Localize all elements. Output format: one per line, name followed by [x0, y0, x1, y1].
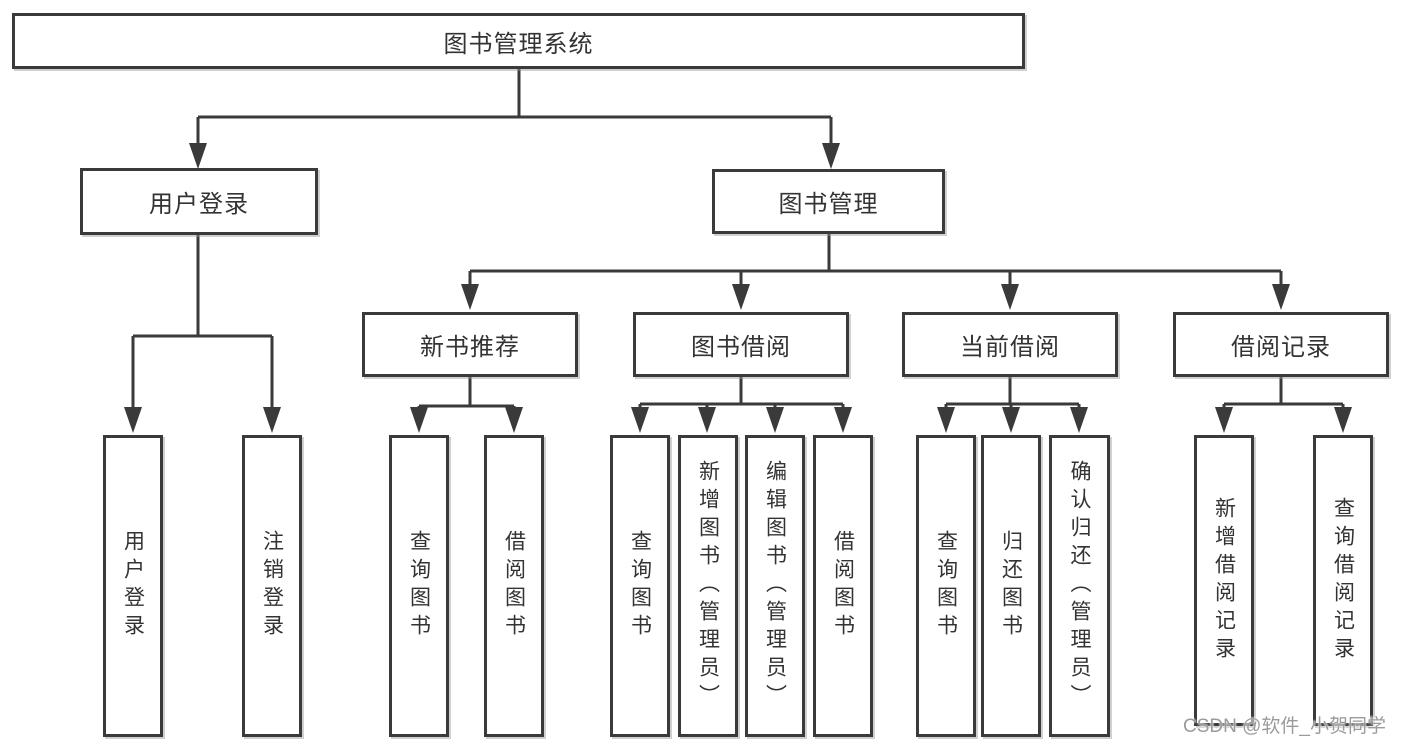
leaf-query-books-borrow-label: 查询图书 — [628, 530, 652, 642]
leaf-query-borrow-record: 查询借阅记录 — [1313, 435, 1373, 726]
leaf-borrow-books-recommend-label: 借阅图书 — [502, 530, 526, 642]
node-new-book-recommend-label: 新书推荐 — [420, 334, 520, 361]
leaf-query-books-recommend-label: 查询图书 — [407, 530, 431, 642]
node-new-book-recommend: 新书推荐 — [362, 312, 578, 377]
leaf-logout: 注销登录 — [242, 435, 302, 737]
node-book-management-label: 图书管理 — [778, 191, 879, 218]
node-book-borrow-label: 图书借阅 — [691, 334, 791, 361]
node-user-login-branch: 用户登录 — [80, 168, 318, 235]
leaf-borrow-books-label: 借阅图书 — [831, 530, 855, 642]
leaf-query-borrow-record-label: 查询借阅记录 — [1331, 496, 1355, 665]
leaf-return-book-label: 归还图书 — [999, 530, 1023, 642]
node-borrow-records-label: 借阅记录 — [1231, 334, 1331, 361]
node-current-borrow-label: 当前借阅 — [960, 334, 1060, 361]
leaf-query-books-current-label: 查询图书 — [934, 530, 958, 642]
node-root: 图书管理系统 — [12, 13, 1025, 69]
leaf-borrow-books: 借阅图书 — [813, 435, 873, 737]
node-root-label: 图书管理系统 — [443, 30, 594, 58]
node-current-borrow: 当前借阅 — [902, 312, 1118, 377]
node-borrow-records: 借阅记录 — [1173, 312, 1389, 377]
leaf-query-books-borrow: 查询图书 — [610, 435, 670, 737]
leaf-logout-label: 注销登录 — [260, 530, 284, 642]
leaf-add-book-admin: 新增图书（管理员） — [678, 435, 738, 737]
leaf-query-books-recommend: 查询图书 — [389, 435, 449, 737]
leaf-borrow-books-recommend: 借阅图书 — [484, 435, 544, 737]
leaf-user-login-label: 用户登录 — [121, 530, 145, 642]
node-book-borrow: 图书借阅 — [633, 312, 849, 377]
node-user-login-branch-label: 用户登录 — [149, 191, 249, 218]
leaf-user-login: 用户登录 — [103, 435, 163, 737]
leaf-add-borrow-record: 新增借阅记录 — [1194, 435, 1254, 726]
leaf-query-books-current: 查询图书 — [916, 435, 976, 737]
leaf-edit-book-admin: 编辑图书（管理员） — [745, 435, 805, 737]
leaf-confirm-return-admin-label: 确认归还（管理员） — [1068, 460, 1091, 712]
leaf-add-borrow-record-label: 新增借阅记录 — [1212, 496, 1236, 665]
arrowheads — [124, 143, 1352, 433]
csdn-watermark: CSDN @软件_小贺同学 — [1183, 716, 1386, 737]
leaf-return-book: 归还图书 — [981, 435, 1041, 737]
leaf-confirm-return-admin: 确认归还（管理员） — [1049, 435, 1110, 737]
node-book-management: 图书管理 — [712, 169, 945, 234]
leaf-edit-book-admin-label: 编辑图书（管理员） — [763, 460, 787, 712]
leaf-add-book-admin-label: 新增图书（管理员） — [696, 460, 720, 712]
